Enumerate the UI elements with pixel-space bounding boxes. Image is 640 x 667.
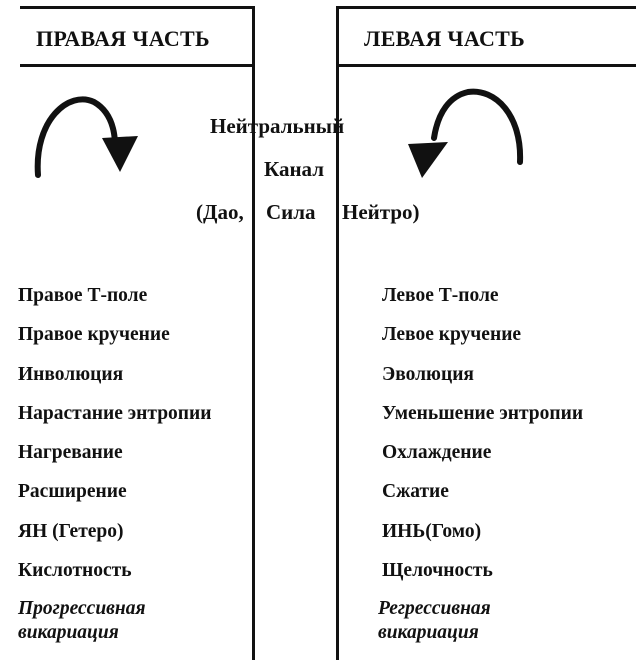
neutral-channel-line3-c: Нейтро) [342,200,420,224]
list-item: Расширение [18,481,127,503]
neutral-channel-line2: Канал [264,157,325,181]
italic-line-2: викариация [378,622,479,644]
list-item-italic: Регрессивная викариация [378,597,583,653]
italic-line-1: Прогрессивная [18,598,146,620]
left-part-header: ЛЕВАЯ ЧАСТЬ [364,26,525,51]
right-part-header: ПРАВАЯ ЧАСТЬ [36,26,210,51]
list-item: Кислотность [18,560,132,582]
list-item: Нарастание энтропии [18,402,212,424]
neutral-channel-line1: Нейтральный [210,114,345,138]
list-item: ЯН (Гетеро) [18,520,124,542]
list-item: Охлаждение [382,442,492,464]
neutral-channel-line3-a: (Дао, [196,200,244,224]
list-item: Нагревание [18,442,123,464]
italic-line-2: викариация [18,622,119,644]
italic-line-1: Регрессивная [378,598,491,620]
list-item: Правое Т-поле [18,285,148,306]
list-item: Правое кручение [18,324,170,346]
channel-border-left [252,6,255,660]
list-item-italic: Прогрессивная викариация [18,597,212,653]
left-part-list: Левое Т-поле Левое кручение Эволюция Уме… [378,283,584,653]
right-part-list: Правое Т-поле Правое кручение Инволюция … [18,283,212,653]
list-item: ИНЬ(Гомо) [382,520,482,542]
top-border-right [338,6,636,9]
counterclockwise-arrow-icon [408,88,524,178]
neutral-channel-line3-b: Сила [266,200,316,224]
header-underline-right [338,64,636,67]
list-item: Эволюция [382,363,474,385]
header-underline-left [20,64,254,67]
list-item: Инволюция [18,363,124,385]
top-border-left [20,6,254,9]
list-item: Уменьшение энтропии [382,402,584,424]
list-item: Сжатие [382,481,449,503]
channel-border-right [336,6,339,660]
list-item: Щелочность [382,560,493,582]
clockwise-arrow-icon [34,96,138,178]
list-item: Левое Т-поле [382,285,499,306]
list-item: Левое кручение [382,324,522,346]
